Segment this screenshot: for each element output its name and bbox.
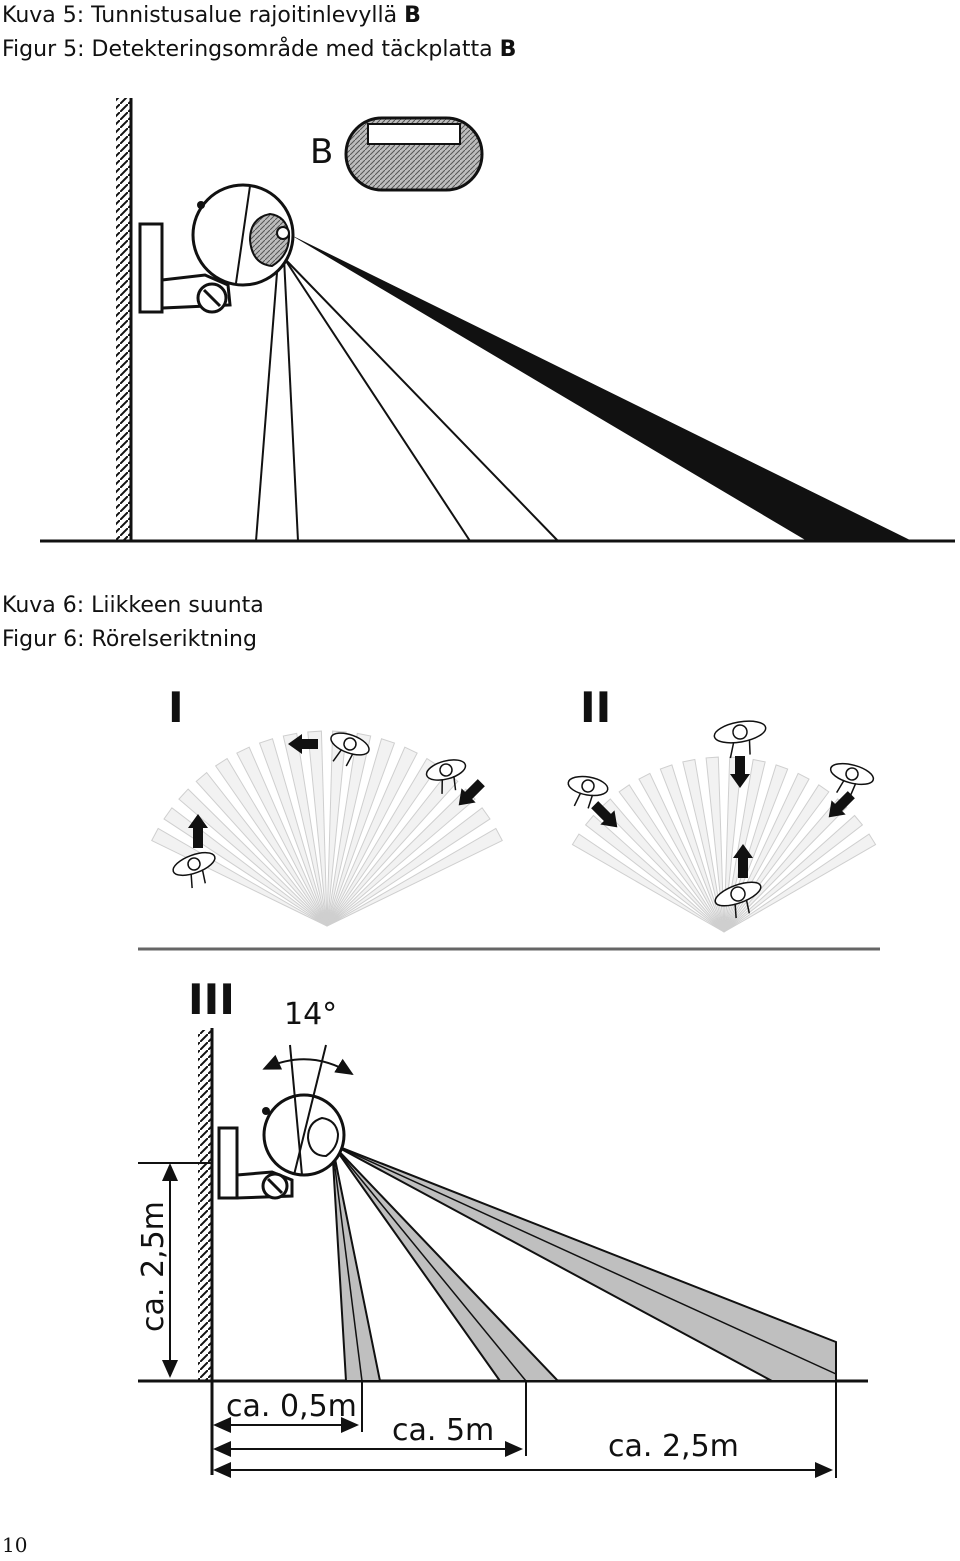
panel-1-label: I [168,683,184,732]
fan-segment [723,814,864,933]
fan-segment [258,738,328,927]
fan-segment [682,758,725,933]
person-icon [829,762,875,797]
fan-panel-1 [151,730,503,927]
fan-segment [638,772,725,933]
beam-line [283,257,299,542]
dist-2-label: ca. 5m [392,1413,494,1448]
fan-segment [326,807,491,927]
beam-line [255,259,279,542]
person-icon [714,881,762,919]
beam-line [283,257,471,542]
fan-segment [282,732,328,927]
beam-line [283,257,559,542]
sensor-dot [197,201,205,209]
figure6-caption-sv: Figur 6: Rörelseriktning [2,627,257,652]
fan-segment [723,833,877,933]
sensor-lens [248,212,291,268]
fan-segment [584,814,725,933]
beam-far [331,1143,837,1382]
fan-segment [618,784,725,933]
sensor-seam [235,185,251,284]
arrow-left-icon [288,734,318,754]
mount-plate [138,222,164,314]
screw-slot [202,288,222,308]
long-beam [289,234,912,541]
cover-plate-window [367,123,461,145]
beam-mid-line [331,1143,527,1382]
fan-segment [195,771,328,927]
lens-eye [276,226,290,240]
beam-mid [331,1143,561,1382]
figure5-diagram: B [40,98,955,543]
fan-segment [178,788,328,927]
figure6-side-diagram: III 14° ca. 2,5m ca. 0,5m ca. 5m ca. 2,5… [136,975,868,1478]
figure5-caption-fi-bold: B [404,3,421,28]
beam-near-line [331,1143,363,1382]
height-label: ca. 2,5m [136,1201,171,1332]
person-icon [330,732,370,767]
angle-label: 14° [284,997,337,1032]
figure5-caption-sv-text: Figur 5: Detekteringsområde med täckplat… [2,37,493,62]
arrow-down-icon [730,756,750,788]
person-icon [567,775,609,809]
angle-arc [262,1054,354,1076]
wall-hatch [198,1030,212,1380]
dist-1-label: ca. 0,5m [226,1389,357,1424]
fan-segment [163,807,328,927]
figure5-caption-fi-text: Kuva 5: Tunnistusalue rajoitinlevyllä [2,3,398,28]
fan-panel-2 [571,756,877,933]
sensor-lens [306,1116,340,1158]
beam-far-line [331,1143,837,1375]
sensor-dot [262,1107,270,1115]
fan-segment [326,746,418,927]
fan-segment [659,764,725,933]
mount-plate [217,1126,239,1200]
fan-segment [151,827,328,927]
arrow-up-icon [733,844,753,878]
fan-segment [326,738,396,927]
fan-segment [571,833,725,933]
figure6-top-diagram: I II [138,683,880,951]
arrow-up-icon [188,814,208,848]
figure5-caption-sv: Figur 5: Detekteringsområde med täckplat… [2,34,516,66]
person-icon [172,851,216,889]
fan-segment [214,757,328,927]
arrow-down-right-icon [591,801,618,828]
fan-segment [326,827,503,927]
arrow-down-right-icon [458,779,485,806]
panel-3-label: III [188,975,235,1024]
screw-slot [266,1177,284,1195]
panel-2-label: II [580,683,611,732]
fan-segment [326,757,440,927]
fan-segment [705,756,725,933]
fan-segment [600,798,725,933]
page-number: 10 [2,1533,28,1557]
fan-segment [307,730,328,927]
dist-3-label: ca. 2,5m [608,1429,739,1464]
figure6-caption-fi: Kuva 6: Liikkeen suunta [2,593,264,618]
figure5-caption-sv-bold: B [499,37,517,62]
fan-segment [326,732,372,927]
fan-segment [236,746,328,927]
person-icon [425,759,467,794]
fan-segment [326,730,347,927]
cover-plate-label: B [310,132,333,172]
arrow-down-left-icon [828,791,855,818]
person-icon [713,720,767,759]
figure5-caption-fi: Kuva 5: Tunnistusalue rajoitinlevyllä B [2,0,421,32]
wall-hatch [116,98,130,542]
